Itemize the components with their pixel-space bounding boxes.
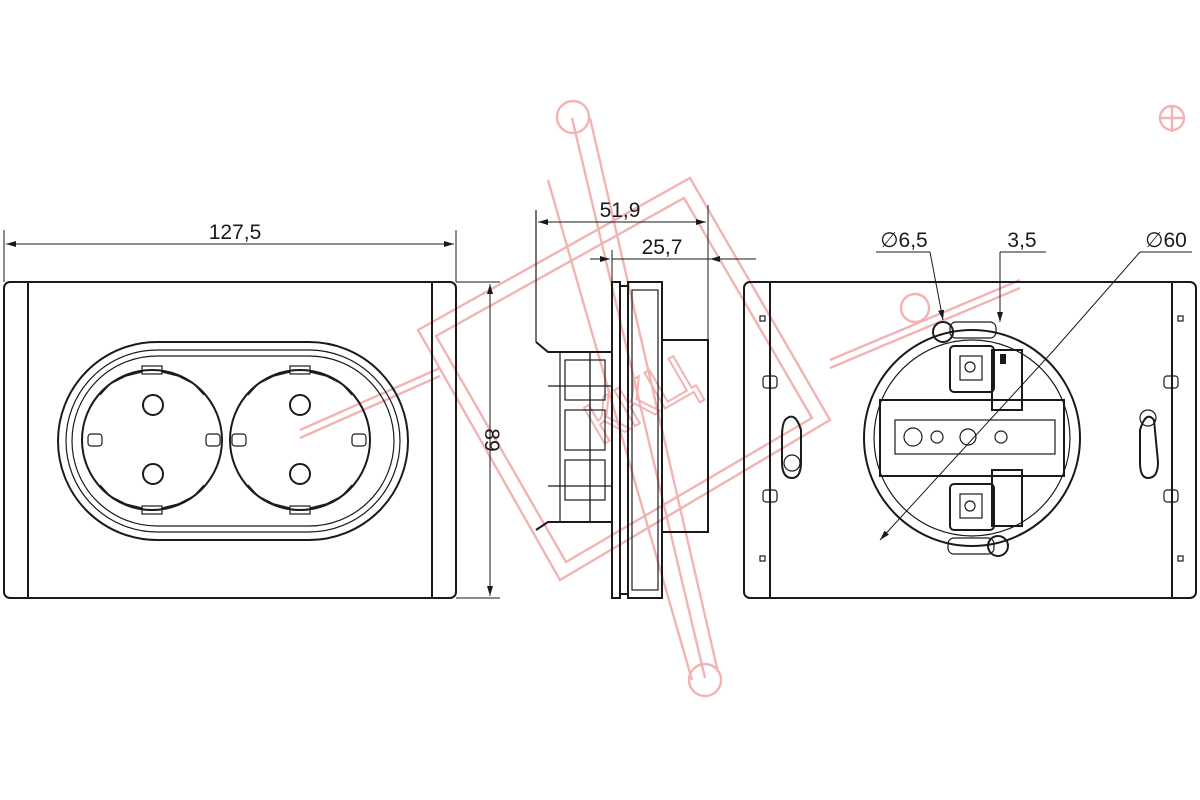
dim-back-offset: 3,5: [1007, 229, 1036, 252]
dim-front-width: 127,5: [209, 221, 262, 244]
dim-back-hole-diameter: ∅6,5: [880, 229, 928, 252]
dim-back-box-diameter: ∅60: [1145, 229, 1187, 252]
back-view: ∅60 ∅6,5 3,5: [743, 229, 1197, 599]
dim-front-height: 89: [480, 428, 503, 451]
socket-right: [229, 365, 371, 515]
dim-side-depth-total: 51,9: [600, 199, 641, 222]
side-view: 51,9 25,7: [535, 199, 756, 599]
dim-side-depth-front: 25,7: [642, 236, 683, 259]
socket-left: [81, 365, 223, 515]
front-view: 127,5 89: [3, 221, 503, 599]
